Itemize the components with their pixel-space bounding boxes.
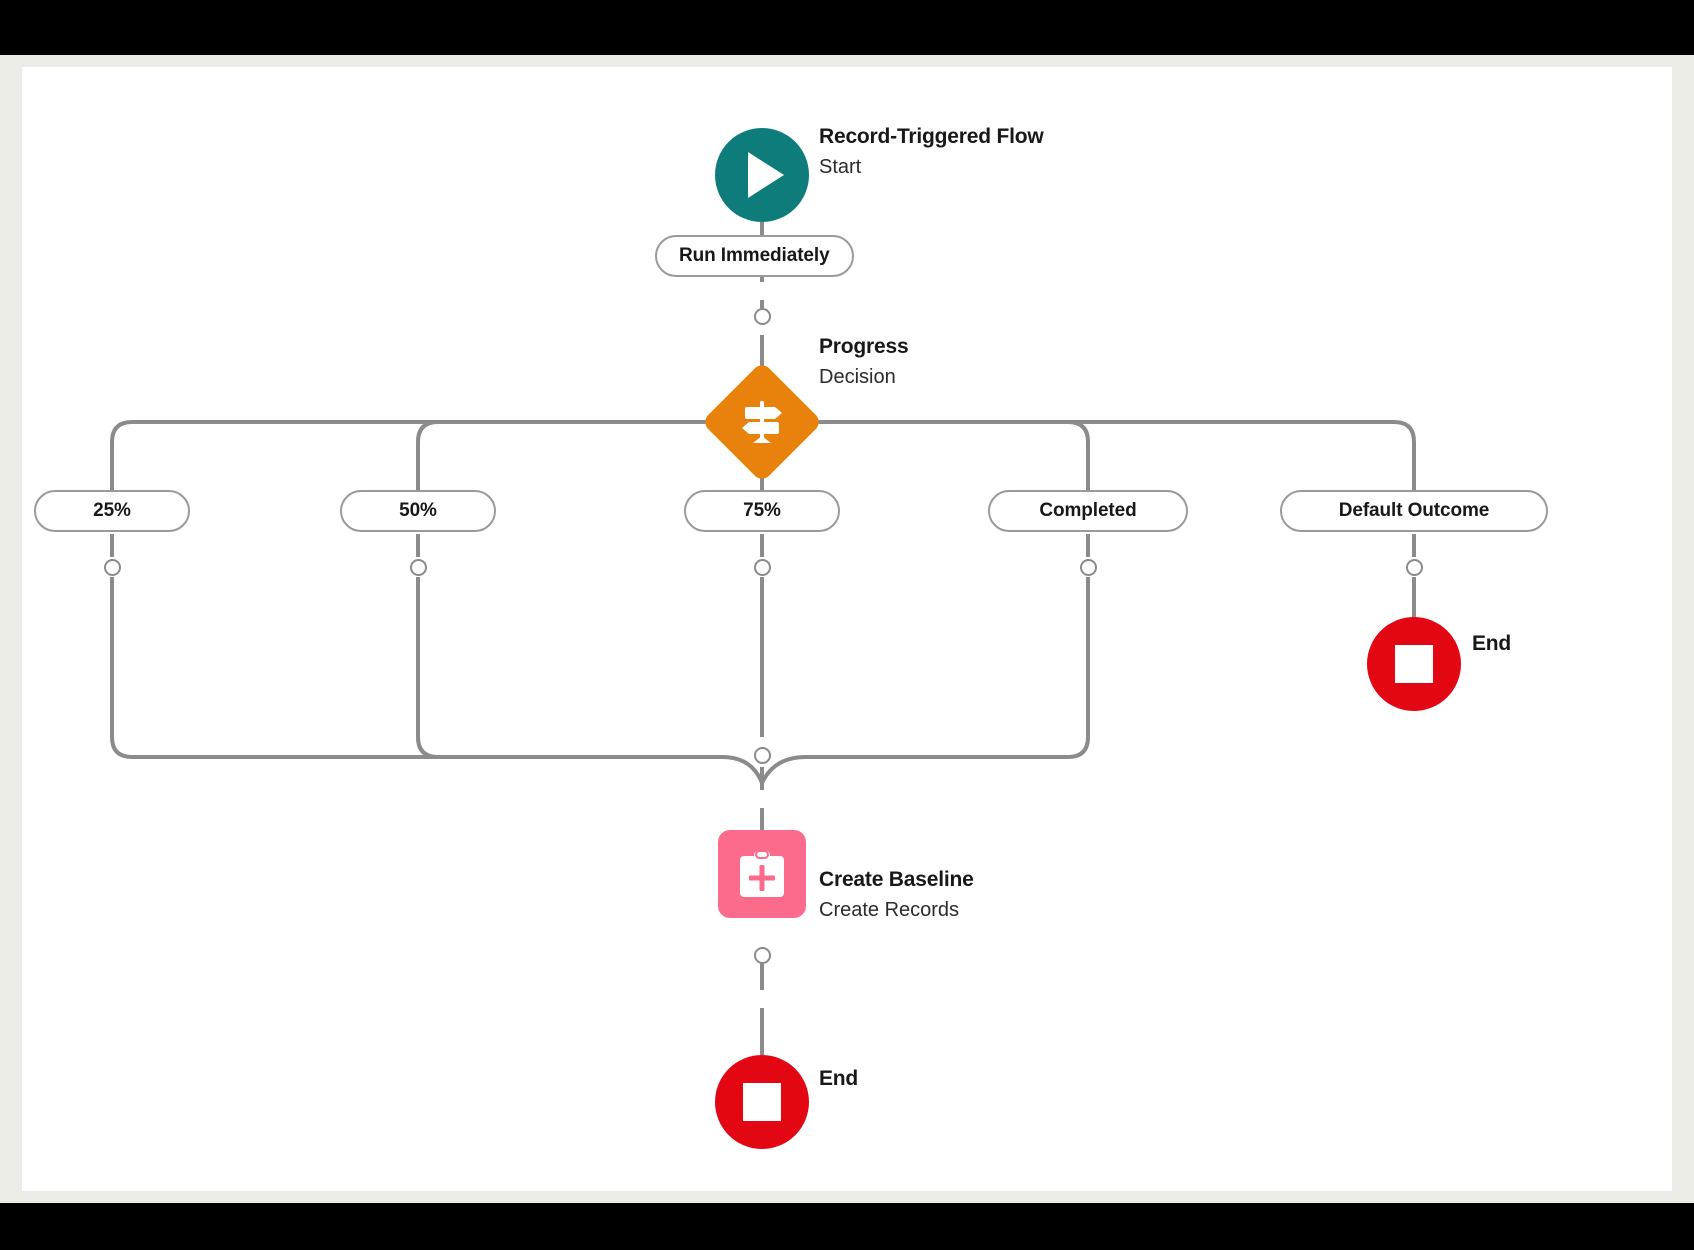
outcome-pill-75[interactable]: 75% bbox=[684, 490, 840, 532]
outcome-label: Default Outcome bbox=[1338, 500, 1490, 521]
create-records-node-subtitle: Create Records bbox=[819, 899, 960, 921]
add-element-button[interactable] bbox=[754, 947, 771, 964]
add-element-button[interactable] bbox=[754, 559, 771, 576]
stop-icon bbox=[1367, 617, 1461, 711]
end-node-main-label: End bbox=[819, 1067, 858, 1091]
end-node-main[interactable] bbox=[715, 1055, 809, 1149]
flow-canvas[interactable]: Record-Triggered Flow Start Run Immediat… bbox=[22, 67, 1672, 1191]
clipboard-plus-icon bbox=[718, 830, 806, 918]
end-node-title: End bbox=[1472, 632, 1512, 655]
outcome-label: 75% bbox=[743, 500, 781, 521]
outcome-label: Completed bbox=[1039, 500, 1137, 521]
decision-node-subtitle: Decision bbox=[819, 366, 896, 388]
end-node-default-outcome-label: End bbox=[1472, 632, 1511, 656]
start-node-label: Record-Triggered Flow Start bbox=[819, 122, 1044, 182]
create-records-node[interactable] bbox=[718, 830, 806, 918]
decision-node-label: Progress Decision bbox=[819, 332, 909, 392]
start-node-subtitle: Start bbox=[819, 156, 862, 178]
add-element-button[interactable] bbox=[754, 747, 771, 764]
end-node-default-outcome[interactable] bbox=[1367, 617, 1461, 711]
add-element-button[interactable] bbox=[104, 559, 121, 576]
decision-node[interactable] bbox=[701, 361, 823, 499]
outcome-pill-completed[interactable]: Completed bbox=[988, 490, 1188, 532]
end-node-title: End bbox=[819, 1067, 859, 1090]
add-element-button[interactable] bbox=[754, 308, 771, 325]
outcome-label: 25% bbox=[93, 500, 131, 521]
connector-label-run-immediately[interactable]: Run Immediately bbox=[655, 235, 854, 277]
outcome-label: 50% bbox=[399, 500, 437, 521]
play-icon bbox=[715, 128, 809, 222]
start-node-title: Record-Triggered Flow bbox=[819, 125, 1044, 148]
create-records-node-title: Create Baseline bbox=[819, 868, 974, 891]
start-node[interactable] bbox=[715, 128, 809, 222]
create-records-node-label: Create Baseline Create Records bbox=[819, 865, 974, 925]
outcome-pill-50[interactable]: 50% bbox=[340, 490, 496, 532]
connector-lines bbox=[110, 222, 1416, 1055]
outcome-pill-default-outcome[interactable]: Default Outcome bbox=[1280, 490, 1548, 532]
decision-node-title: Progress bbox=[819, 335, 909, 358]
signpost-icon bbox=[702, 362, 822, 482]
outcome-pill-25[interactable]: 25% bbox=[34, 490, 190, 532]
add-element-button[interactable] bbox=[410, 559, 427, 576]
add-element-button[interactable] bbox=[1080, 559, 1097, 576]
add-element-button[interactable] bbox=[1406, 559, 1423, 576]
stop-icon bbox=[715, 1055, 809, 1149]
connector-label-text: Run Immediately bbox=[679, 245, 830, 266]
